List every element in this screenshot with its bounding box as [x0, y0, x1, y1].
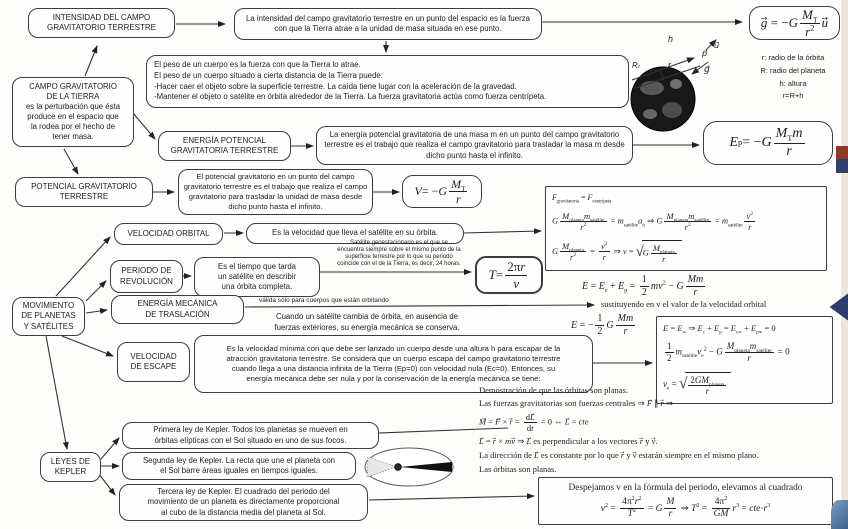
edge-fragment-photo: [831, 500, 848, 529]
node-potencial-gravitatorio: POTENCIAL GRAVITATORIO TERRESTRE: [15, 177, 153, 207]
campo-gravitatorio-body: es la perturbación que ésta produce en e…: [25, 101, 121, 142]
earth-illustration: h Rₜ r p⃗ u⃗ g⃗: [630, 34, 719, 132]
escape-line-1: E = E∞ ⇒ Ec + Ep = Ec∞ + Ep∞ = 0: [663, 322, 776, 336]
box-tercera-ley: Tercera ley de Kepler. El cuadrado del p…: [119, 484, 368, 521]
node-velocidad-escape: VELOCIDAD DE ESCAPE: [117, 342, 190, 382]
campo-gravitatorio-title: CAMPO GRAVITATORIO DE LA TIERRA: [29, 81, 117, 101]
node-campo-gravitatorio: CAMPO GRAVITATORIO DE LA TIERRA es la pe…: [12, 77, 134, 147]
node-periodo-revolucion: PERIODO DE REVOLUCIÓN: [110, 260, 183, 293]
earth-legend: r: radio de la órbita R: radio del plane…: [760, 53, 826, 101]
box-despejamos: Despejamos v en la fórmula del periodo, …: [538, 477, 833, 525]
node-velocidad-orbital: VELOCIDAD ORBITAL: [114, 223, 223, 245]
demo-line-6: Las órbitas son planas.: [479, 464, 557, 475]
note-sustituyendo: sustituyendo en v el valor de la velocid…: [601, 299, 767, 309]
edge-fragment-navy: [836, 159, 848, 173]
earth-label-g: g⃗: [704, 64, 710, 74]
note-geoestacionario: Satélite geoestacionario es el que se en…: [337, 240, 461, 267]
box-primera-ley: Primera ley de Kepler. Todos los planeta…: [122, 422, 379, 449]
desc-periodo-revolucion: Es el tiempo que tarda un satélite en de…: [194, 257, 320, 297]
desc-potencial-gravitatorio: El potencial gravitatorio en un punto de…: [178, 169, 373, 215]
demo-line-5: La dirección de L⃗ es constante por lo q…: [479, 450, 759, 461]
note-valida-orbitando: válida sólo para cuerpos que están orbit…: [259, 297, 389, 304]
desc-intensidad-campo: La intensidad del campo gravitatorio ter…: [234, 8, 542, 40]
node-movimiento-planetas: MOVIMIENTO DE PLANETAS Y SATÉLITES: [12, 297, 85, 336]
earth-label-u: u⃗: [714, 41, 719, 50]
edge-fragment-red: [836, 146, 848, 159]
block-demostracion-orbitas: Demostración de que las órbitas son plan…: [479, 385, 839, 477]
node-intensidad-campo: INTENSIDAD DEL CAMPO GRAVITATORIO TERRES…: [28, 8, 175, 38]
node-leyes-kepler: LEYES DE KEPLER: [40, 452, 101, 482]
demo-line-4: L⃗ = r⃗ × mv⃗ ⇒ L⃗ es perpendicular a lo…: [479, 436, 658, 447]
box-segunda-ley: Segunda ley de Kepler. La recta que une …: [122, 452, 356, 480]
desc-energia-potencial: La energía potencial gravitatoria de una…: [316, 126, 633, 165]
demo-line-2: Las fuerzas gravitatorias son fuerzas ce…: [479, 398, 674, 408]
desc-velocidad-escape: Es la velocidad mínima con que debe ser …: [194, 335, 593, 393]
earth-label-rt: Rₜ: [632, 61, 641, 70]
earth-label-h: h: [668, 34, 673, 44]
earth-label-p: p⃗: [701, 49, 707, 58]
derivation-line-1: Fgravitatoria = Fcentrípeta: [552, 192, 612, 205]
desc-energia-mecanica: Cuando un satélite cambia de órbita, en …: [274, 312, 460, 332]
despejamos-title: Despejamos v en la fórmula del periodo, …: [568, 482, 803, 493]
node-energia-potencial: ENERGÍA POTENCIAL GRAVITATORIA TERRESTRE: [158, 131, 291, 161]
node-energia-mecanica: ENERGÍA MECÁNICA DE TRASLACIÓN: [111, 295, 244, 324]
scan-edge-strip: [841, 0, 848, 529]
box-peso-cuerpo: El peso de un cuerpo es la fuerza con qu…: [146, 55, 629, 108]
demo-line-1: Demostración de que las órbitas son plan…: [479, 385, 628, 395]
kepler-orbit-illustration: [364, 447, 454, 487]
earth-label-r: r: [668, 60, 672, 70]
desc-velocidad-orbital: Es la velocidad que lleva el satélite en…: [246, 223, 464, 244]
demo-line-3: M⃗ = F⃗ × r⃗ = dL⃗dt = 0 ⇔ L⃗ = cte: [479, 412, 589, 434]
